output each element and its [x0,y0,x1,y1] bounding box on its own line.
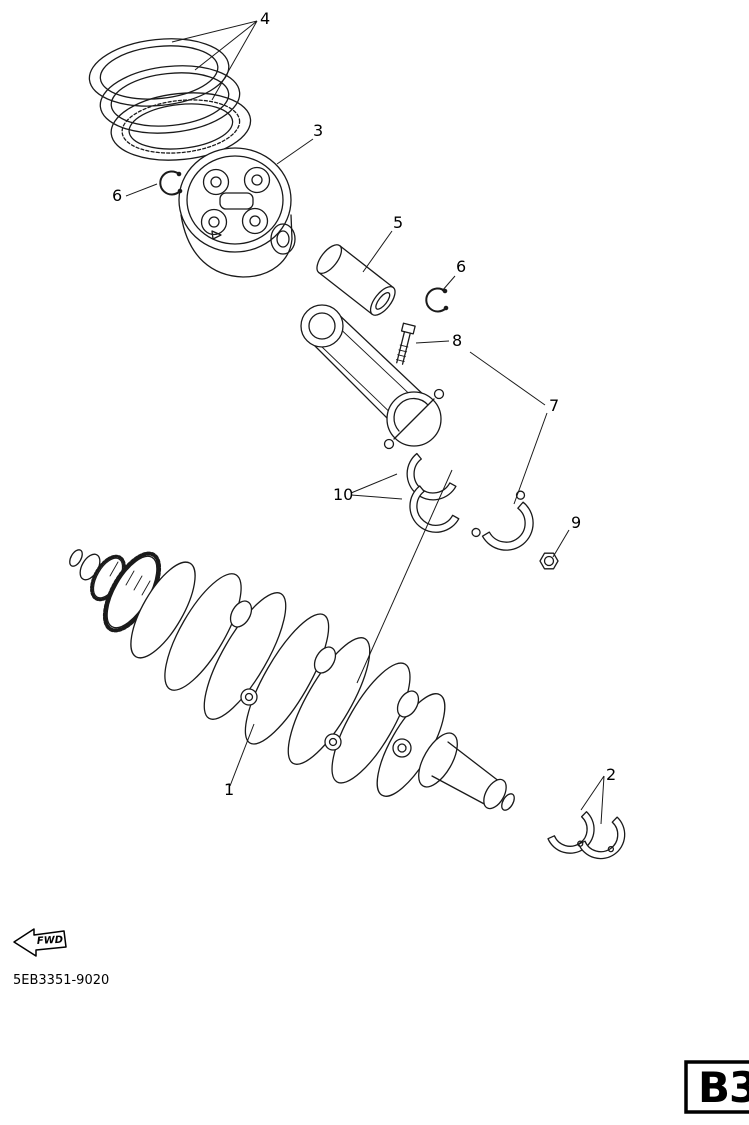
drawing-part-number: 5EB3351-9020 [13,973,109,988]
callout-5: 5 [393,213,403,232]
callout-10: 10 [333,485,353,504]
rod-cap-art [471,490,534,551]
page-code: B3 [698,1063,749,1112]
callout-7: 7 [549,396,559,415]
page-code-box: B3 [684,1060,749,1114]
circlip-left-art [159,170,183,196]
callout-2: 2 [606,765,616,784]
piston-pin-art [316,244,396,316]
callout-1: 1 [224,780,234,799]
callout-4: 4 [260,9,270,28]
piston-rings-art [88,38,252,161]
connecting-rod-art [300,304,445,450]
rod-nut-art [539,552,559,570]
rod-bolt-art [396,322,416,365]
callout-3: 3 [313,121,323,140]
crankshaft-art [69,549,515,811]
callout-6-right: 6 [456,257,466,276]
fwd-label: FWD [37,935,64,947]
rod-bearings-art [406,452,460,533]
fwd-arrow-icon [13,928,67,957]
leader-lines [125,20,605,825]
fwd-marker: FWD [13,928,67,957]
callouts: 4 3 6 5 6 8 7 10 9 1 2 [112,9,616,799]
callout-9: 9 [571,513,581,532]
callout-6-left: 6 [112,186,122,205]
main-bearings-art [547,811,626,860]
callout-8: 8 [452,331,462,350]
circlip-right-art [425,287,449,313]
piston-art [178,147,296,278]
